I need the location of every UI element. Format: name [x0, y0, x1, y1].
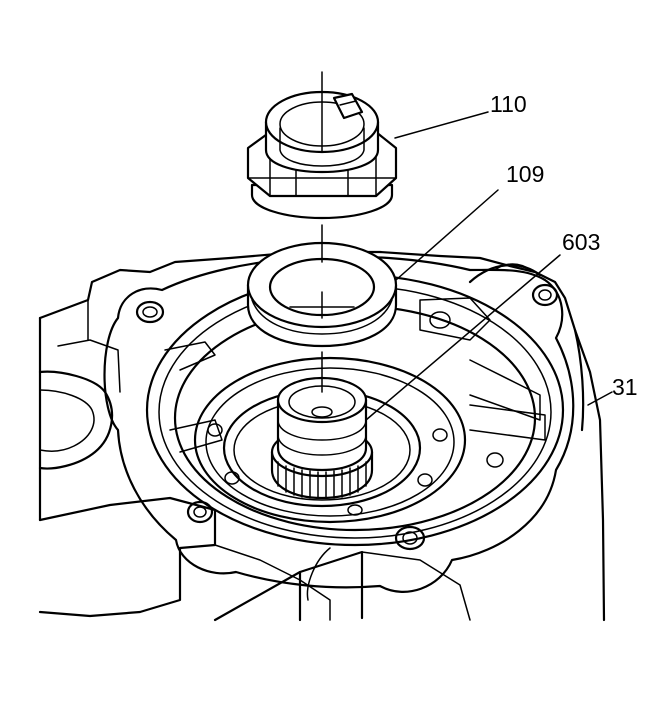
leader-line-109 — [395, 189, 499, 281]
housing — [38, 250, 606, 622]
leader-line-31 — [587, 391, 613, 406]
callout-31: 31 — [612, 374, 638, 400]
output-shaft — [270, 376, 374, 500]
leader-line-110 — [394, 111, 489, 139]
callout-109: 109 — [506, 161, 544, 187]
callout-110: 110 — [490, 91, 527, 117]
hex-nut — [246, 90, 398, 220]
bearing-bore — [193, 356, 504, 524]
callout-603: 603 — [562, 229, 600, 255]
leader-line-603 — [365, 254, 561, 421]
